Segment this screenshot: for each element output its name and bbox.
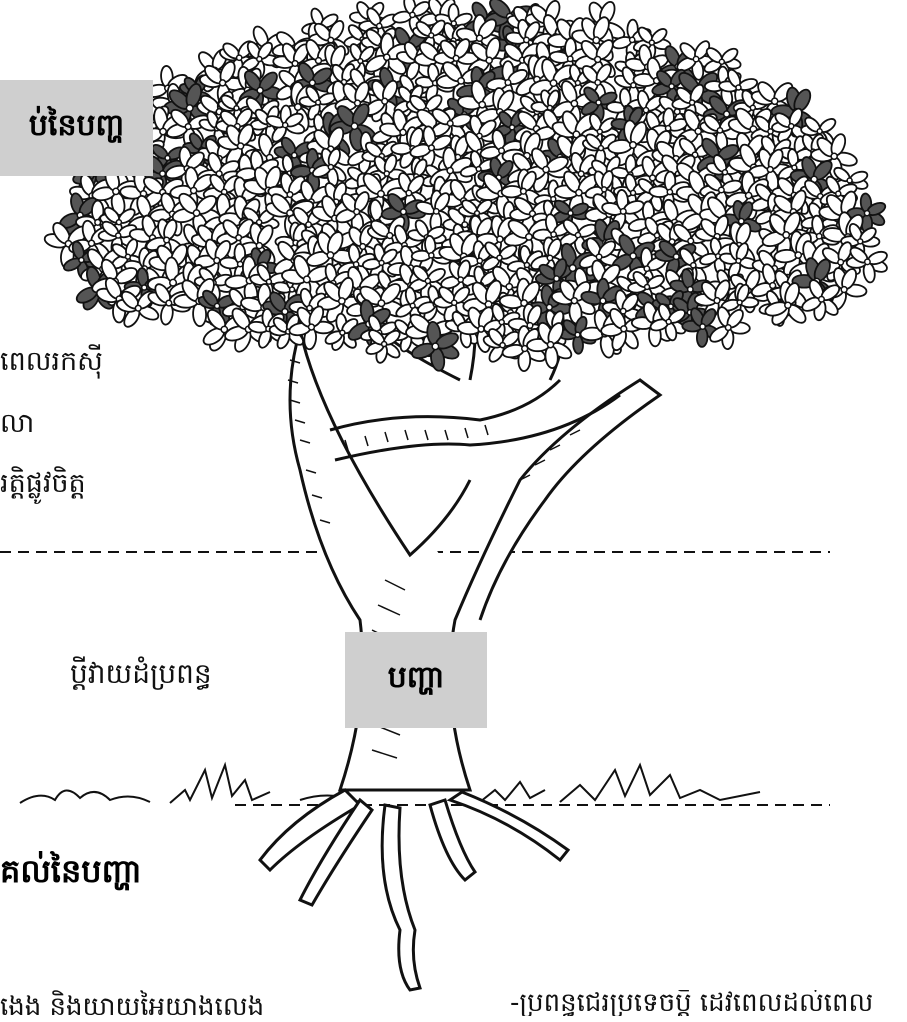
core-problem-box: បញ្ហា (345, 632, 487, 728)
bottom-right-text: -ប្រពន្ធជេរប្រទេចប្ដី ដេវពេលដល់ពេល (510, 990, 907, 1016)
effect-label-3: រត្តិផ្លូវចិត្ត (0, 470, 86, 497)
top-effect-box-label: ប់នៃបញ្ហ (29, 106, 124, 150)
effect-label-2: លា (0, 410, 34, 437)
tree-canopy (43, 0, 888, 372)
effect-label-1: ពេលរកស៊ី (0, 348, 103, 375)
roots-heading: គល់នៃបញ្ហា (0, 855, 142, 887)
tree-roots (260, 790, 568, 990)
trunk-side-text: ប្ដីវាយដំប្រពន្ធ (70, 660, 212, 688)
bottom-left-text: ងេង និងយាយអៃយាងលេង (0, 994, 264, 1020)
top-effect-box: ប់នៃបញ្ហ (0, 80, 153, 176)
core-problem-label: បញ្ហា (388, 658, 445, 702)
